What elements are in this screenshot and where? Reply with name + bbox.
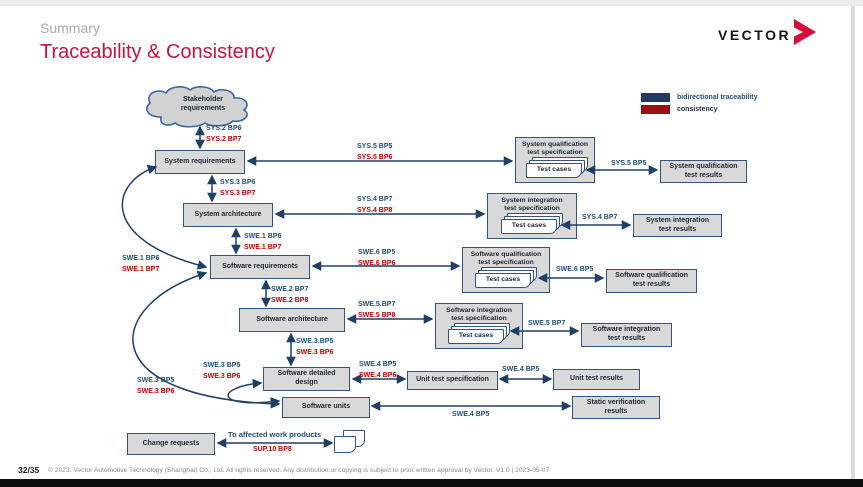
work-products-doc-icon — [334, 430, 368, 456]
edge-label-sys4-results: SYS.4 BP7 — [582, 214, 618, 221]
node-system-requirements: System requirements — [155, 150, 245, 174]
vector-logo-text: VECTOR — [718, 27, 792, 43]
test-cases-doc: Test cases — [448, 329, 504, 344]
edge-label-swe2: SWE.2 BP7 SWE.2 BP8 — [271, 286, 309, 304]
spec-title: Software qualification test specificatio… — [470, 251, 542, 267]
edge-label-sys5-results: SYS.5 BP5 — [611, 160, 647, 167]
test-cases-doc: Test cases — [501, 219, 557, 234]
footer-copyright: © 2023. Vector Automotive Technology (Sh… — [48, 467, 550, 474]
node-stakeholder-requirements: Stakeholder requirements — [180, 96, 226, 113]
edge-label-sys3: SYS.3 BP6 SYS.3 BP7 — [220, 179, 256, 197]
edge-label-swe3-curve: SWE.3 BP5 SWE.3 BP6 — [137, 377, 175, 395]
edge-label-change-top: To affected work products — [228, 430, 322, 439]
bottom-bar — [0, 479, 863, 487]
node-static-verification-results: Static verification results — [572, 396, 660, 419]
edge-label-sys4-spec: SYS.4 BP7 SYS.4 BP8 — [357, 196, 393, 214]
slide-kicker: Summary — [40, 20, 100, 36]
edge-label-swe6-spec: SWE.6 BP5 SWE.6 BP6 — [358, 249, 396, 267]
edge-label-sys2: SYS.2 BP6 SYS.2 BP7 — [206, 125, 242, 143]
spec-title: Software integration test specification — [446, 307, 512, 323]
node-software-architecture: Software architecture — [239, 308, 345, 332]
node-system-integration-test-spec: System integration test specification Te… — [487, 193, 577, 239]
node-software-requirements: Software requirements — [210, 255, 310, 279]
page-title: Traceability & Consistency — [40, 41, 275, 63]
edge-label-swe3-vertical: SWE.3.BP5 SWE.3 BP6 — [296, 338, 334, 356]
right-strip — [851, 6, 855, 479]
edge-label-swe1-vertical: SWE.1 BP6 SWE.1 BP7 — [244, 233, 282, 251]
spec-title: System qualification test specification — [521, 141, 589, 157]
edge-label-swe5-spec: SWE.5.BP7 SWE.5 BP8 — [358, 301, 396, 319]
legend-label-consistency: consistency — [677, 106, 718, 113]
test-cases-stack: Test cases — [526, 157, 588, 178]
legend-swatch-bidirectional — [641, 93, 670, 102]
test-cases-doc: Test cases — [475, 273, 531, 288]
legend-label-bidirectional: bidirectional traceability — [677, 94, 758, 101]
node-software-qualification-test-spec: Software qualification test specificatio… — [462, 247, 550, 293]
edge-label-swe4-spec: SWE.4 BP5 SWE.4 BP6 — [359, 361, 397, 379]
node-system-architecture: System architecture — [183, 203, 273, 227]
spec-title: System integration test specification — [501, 197, 563, 213]
node-system-qualification-test-spec: System qualification test specification … — [515, 137, 595, 183]
node-software-units: Software units — [282, 397, 370, 418]
edge-label-swe3-loop: SWE.3 BP5 SWE.3 BP6 — [203, 362, 241, 380]
page-number: 32/35 — [18, 465, 40, 475]
test-cases-stack: Test cases — [501, 213, 563, 234]
top-strip — [0, 0, 863, 6]
node-unit-test-specification: Unit test specification — [407, 371, 498, 390]
node-system-qualification-test-results: System qualification test results — [660, 160, 747, 183]
node-unit-test-results: Unit test results — [553, 369, 640, 390]
node-software-qualification-test-results: Software qualification test results — [606, 269, 697, 293]
node-software-integration-test-results: Software integration test results — [581, 323, 672, 347]
test-cases-stack: Test cases — [448, 323, 510, 344]
edge-label-change-bottom: SUP.10 BP8 — [253, 446, 292, 453]
edge-label-swe1-curve: SWE.1 BP6 SWE.1 BP7 — [122, 255, 160, 273]
node-change-requests: Change requests — [127, 433, 215, 455]
node-software-integration-test-spec: Software integration test specification … — [435, 303, 523, 349]
edge-label-swe5-results: SWE.5 BP7 — [528, 320, 566, 327]
legend-swatch-consistency — [641, 105, 670, 114]
vector-chevron-icon — [794, 19, 816, 45]
node-system-integration-test-results: System integration test results — [633, 214, 722, 237]
edge-label-swe4-results: SWE.4 BP5 — [502, 366, 540, 373]
edge-label-swe4-static: SWE.4 BP5 — [452, 411, 490, 418]
edge-label-sys5-spec: SYS.5 BP5 SYS.5 BP6 — [357, 143, 393, 161]
test-cases-doc: Test cases — [526, 163, 582, 178]
edge-label-swe6-results: SWE.6 BP5 — [556, 266, 594, 273]
test-cases-stack: Test cases — [475, 267, 537, 288]
node-software-detailed-design: Software detailed design — [263, 367, 350, 391]
